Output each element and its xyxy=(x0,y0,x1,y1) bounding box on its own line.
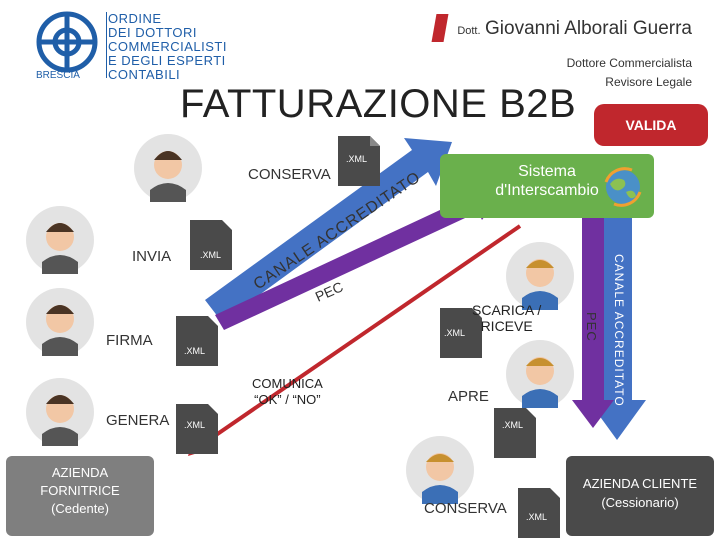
author-block: Dott. Giovanni Alborali Guerra Dottore C… xyxy=(457,18,692,92)
author-prefix: Dott. xyxy=(457,25,481,37)
author-role-1: Dottore Commercialista xyxy=(566,56,692,70)
pec-vertical-label: PEC xyxy=(584,312,599,342)
label-firma: FIRMA xyxy=(106,332,153,349)
client-line-1: AZIENDA CLIENTE xyxy=(582,476,698,491)
author-name: Giovanni Alborali Guerra xyxy=(485,18,692,39)
xml-doc-icon-firma xyxy=(176,316,218,366)
xml-label-scarica: .XML xyxy=(444,328,466,338)
order-logo-icon xyxy=(36,11,98,73)
globe-icon xyxy=(604,167,642,207)
valida-badge: VALIDA xyxy=(594,104,708,146)
author-role-2: Revisore Legale xyxy=(605,75,692,89)
canale-accreditato-arrow xyxy=(205,138,452,322)
label-invia: INVIA xyxy=(132,248,172,265)
person-apre-icon xyxy=(506,340,574,408)
xml-doc-icon-invia xyxy=(190,220,232,270)
canale-vertical-label: CANALE ACCREDITATO xyxy=(612,254,626,407)
supplier-line-2: FORNITRICE xyxy=(40,483,120,498)
xml-doc-icon-apre xyxy=(494,408,536,458)
person-conserva-client-icon xyxy=(406,436,474,504)
xml-label-invia: .XML xyxy=(200,250,222,260)
xml-label-apre: .XML xyxy=(502,420,524,430)
label-genera: GENERA xyxy=(106,412,170,429)
xml-label-top: .XML xyxy=(346,154,368,164)
supplier-line-1: AZIENDA xyxy=(51,465,109,480)
person-invia-icon xyxy=(26,206,94,274)
xml-doc-icon-conserva-client xyxy=(518,488,560,538)
sdi-line-2: d'Interscambio xyxy=(495,182,599,199)
pec-arrow-top xyxy=(215,190,504,330)
xml-doc-icon-genera xyxy=(176,404,218,454)
xml-doc-icon-top xyxy=(338,136,380,186)
supplier-box: AZIENDA FORNITRICE (Cedente) xyxy=(6,456,154,536)
logo-separator xyxy=(106,12,107,78)
person-firma-icon xyxy=(26,288,94,356)
sdi-line-1: Sistema xyxy=(518,163,576,180)
xml-doc-icon-scarica xyxy=(440,308,482,358)
label-comunica: COMUNICA “OK” / “NO” xyxy=(252,376,323,407)
label-scarica: SCARICA / RICEVE xyxy=(472,302,542,334)
xml-label-firma: .XML xyxy=(184,346,206,356)
person-conserva-icon xyxy=(134,134,202,202)
label-conserva-bottom: CONSERVA xyxy=(424,500,507,517)
xml-label-conserva-client: .XML xyxy=(526,512,548,522)
label-apre: APRE xyxy=(448,388,489,405)
pec-vertical-arrow xyxy=(572,218,614,428)
logo-city: BRESCIA xyxy=(36,70,80,81)
supplier-line-3: (Cedente) xyxy=(51,501,109,516)
comunica-arrow xyxy=(198,224,522,448)
person-scarica-icon xyxy=(506,242,574,310)
client-box: AZIENDA CLIENTE (Cessionario) xyxy=(566,456,714,536)
page-title: FATTURAZIONE B2B xyxy=(180,82,577,126)
client-line-2: (Cessionario) xyxy=(601,495,679,510)
label-conserva-top: CONSERVA xyxy=(248,166,331,183)
order-name: ORDINE DEI DOTTORI COMMERCIALISTI E DEGL… xyxy=(108,11,227,82)
xml-label-genera: .XML xyxy=(184,420,206,430)
person-genera-icon xyxy=(26,378,94,446)
